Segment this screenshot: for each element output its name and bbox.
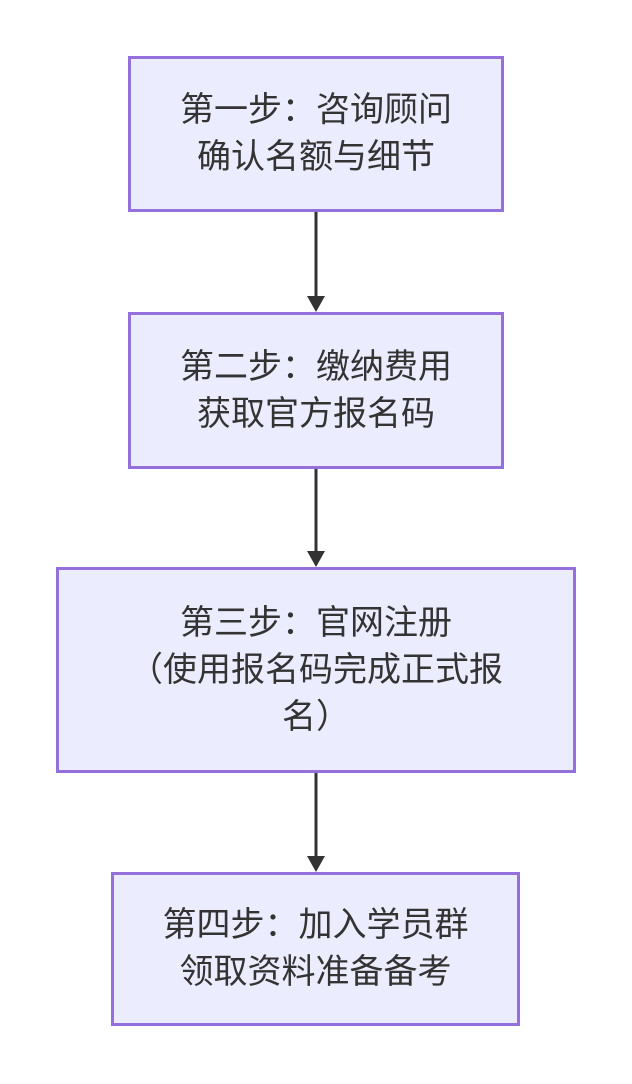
step-1-text-line-1: 第一步：咨询顾问 (180, 91, 452, 129)
step-2-text-line-2: 获取官方报名码 (197, 394, 435, 433)
step-3-text-line-2: （使用报名码完成正式报 (129, 650, 503, 689)
flow-node-step-2: 第二步：缴纳费用 获取官方报名码 (128, 312, 504, 469)
connector-arrow-3 (307, 773, 325, 872)
step-3-text-line-3: 名） (282, 697, 350, 736)
step-2-text-line-1: 第二步：缴纳费用 (180, 347, 452, 386)
step-1-text-line-2: 确认名额与细节 (197, 138, 435, 176)
connector-arrow-1 (307, 212, 325, 312)
step-4-text-line-2: 领取资料准备备考 (179, 953, 452, 991)
flow-node-step-1: 第一步：咨询顾问 确认名额与细节 (128, 56, 504, 212)
flow-node-step-4: 第四步：加入学员群 领取资料准备备考 (111, 872, 520, 1026)
step-4-text-line-1: 第四步：加入学员群 (162, 906, 469, 944)
connector-arrow-2 (307, 469, 325, 567)
flow-node-step-3: 第三步：官网注册 （使用报名码完成正式报 名） (56, 567, 576, 773)
step-3-text-line-1: 第三步：官网注册 (180, 603, 452, 642)
